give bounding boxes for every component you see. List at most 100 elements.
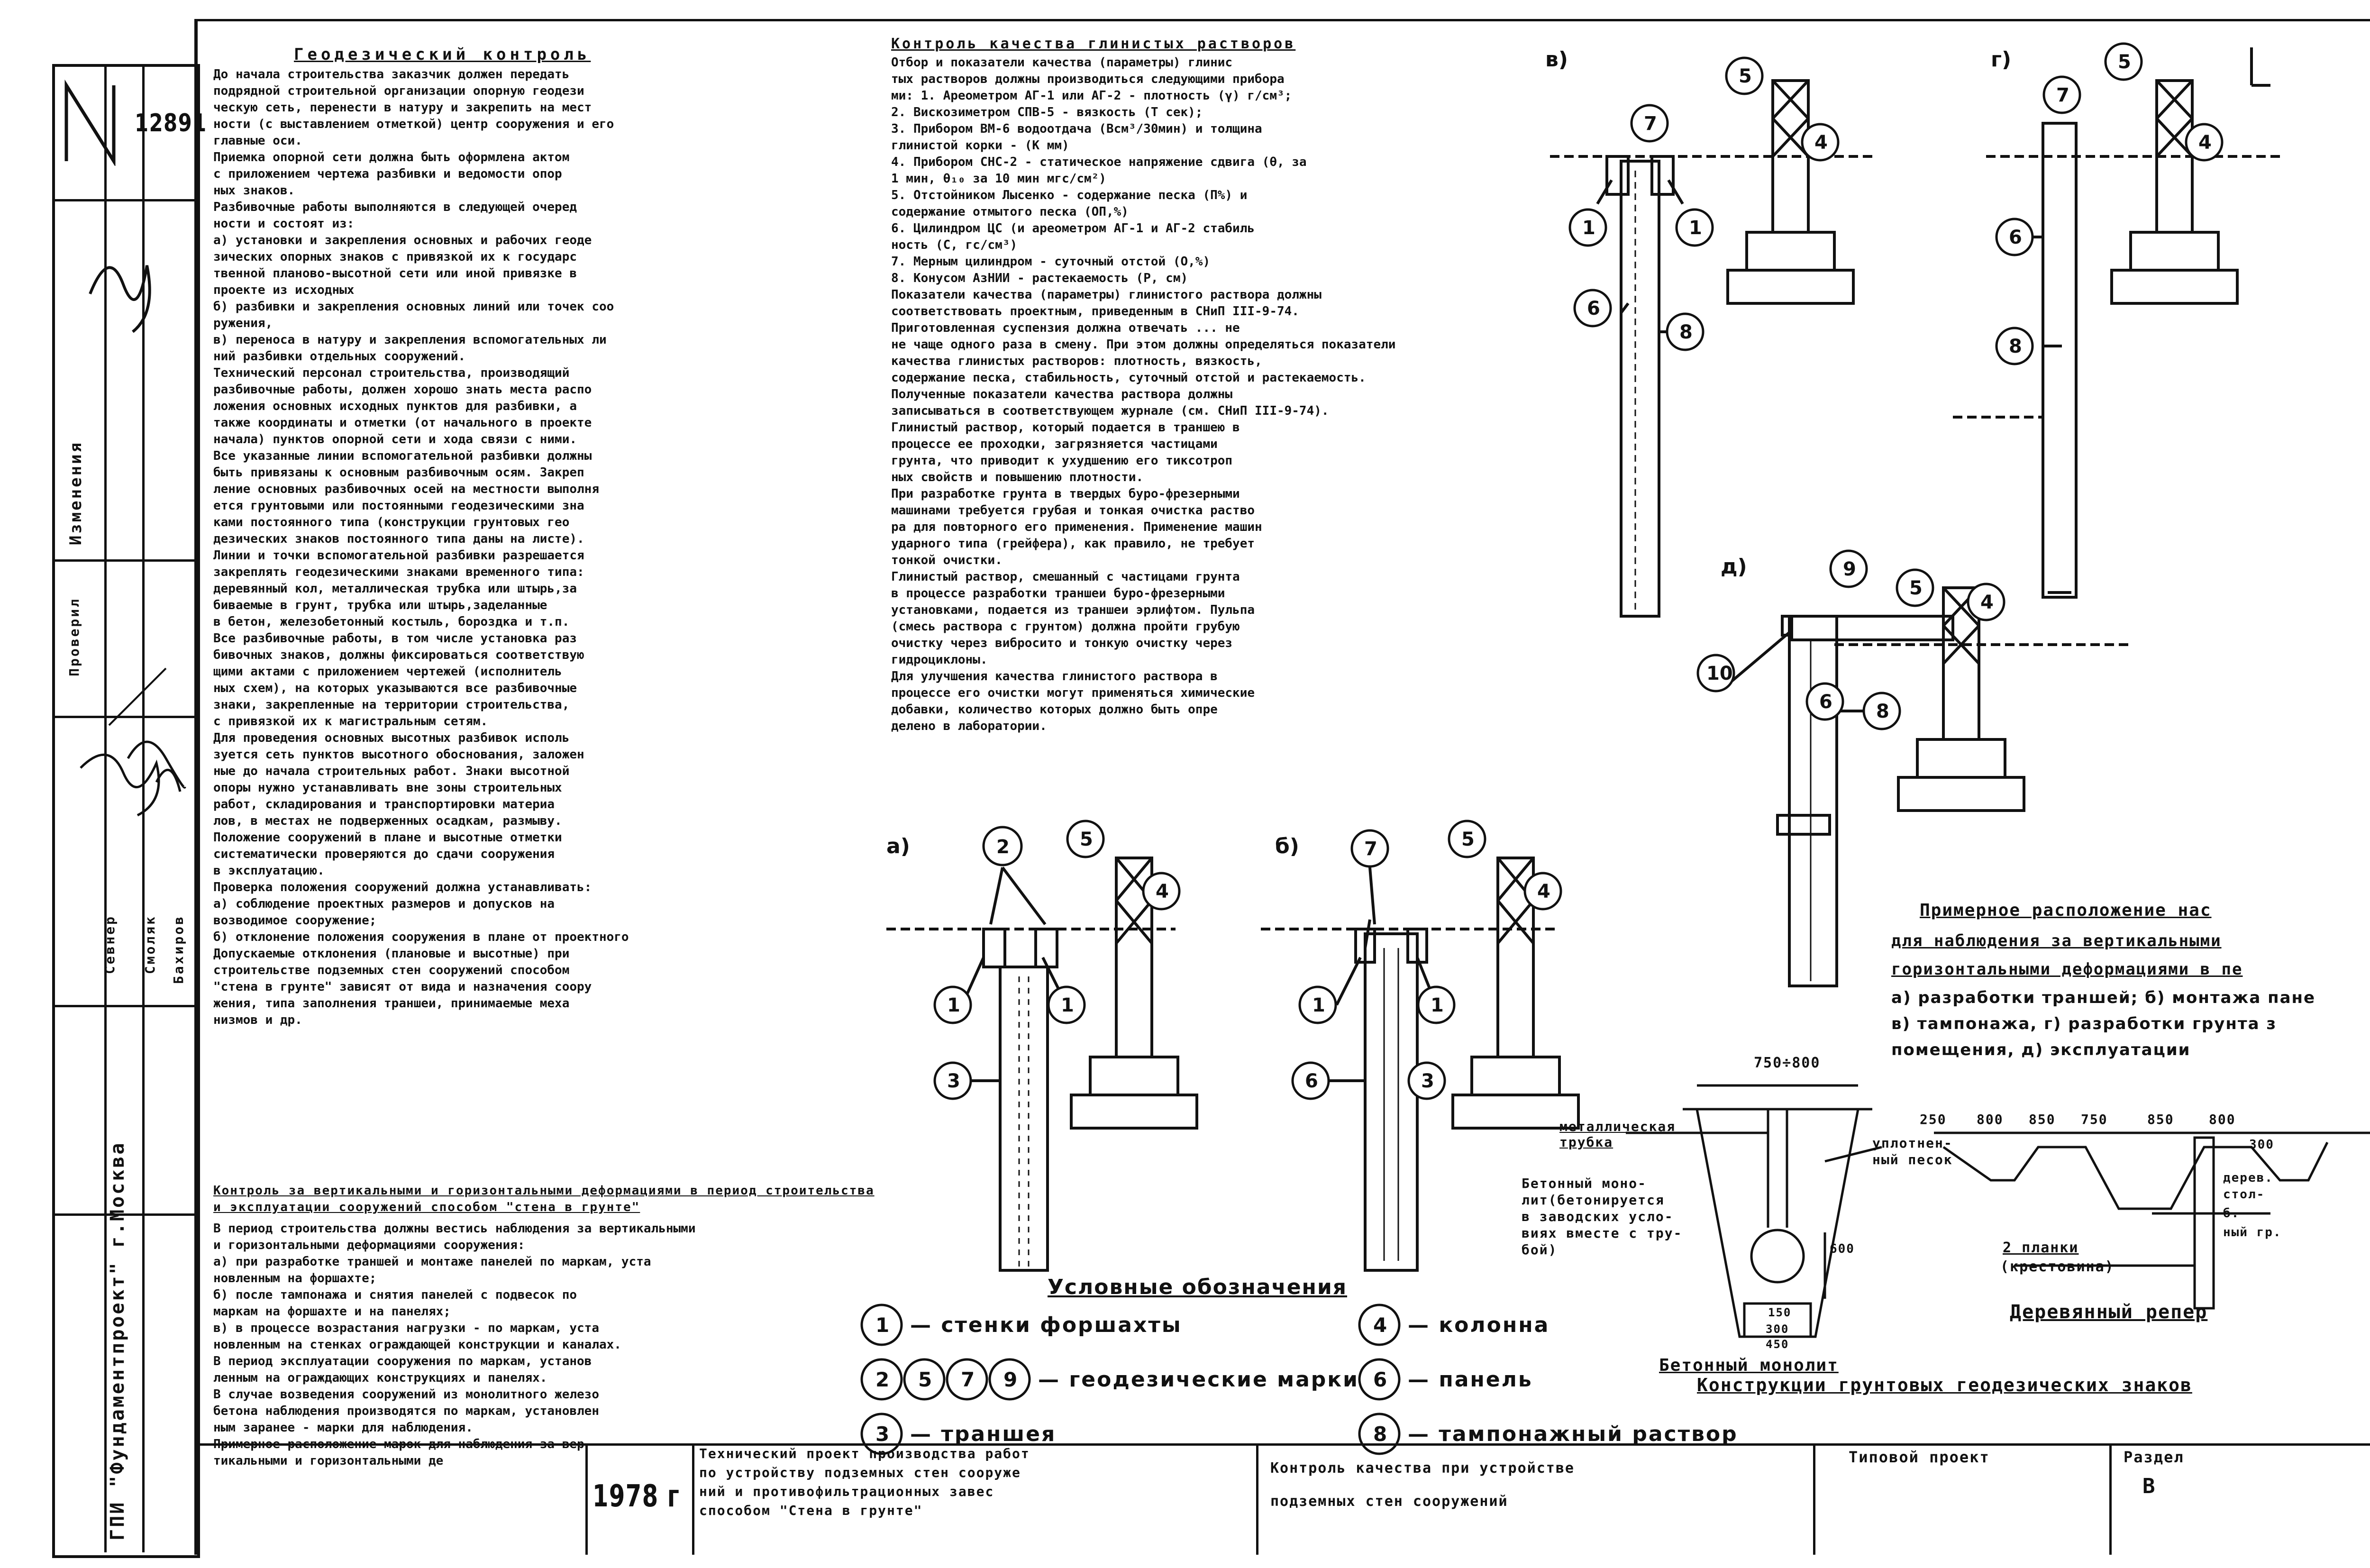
quality-text-line: не чаще одного раза в смену. При этом до… [891,337,1396,352]
geo-text-line: ных схем), на которых указываются все ра… [213,681,577,695]
geo-text-line: До начала строительства заказчик должен … [213,67,570,82]
geo-text-line: Разбивочные работы выполняются в следующ… [213,200,577,214]
svg-text:7: 7 [1364,838,1377,860]
svg-text:4: 4 [1156,881,1169,903]
figure-v-g-d: в) г) д) 7 5 4 1 1 6 8 7 5 4 6 8 9 5 4 1… [1545,42,2280,987]
wood-post-2: стол- [2223,1187,2265,1202]
geo-text-line: зуется сеть пунктов высотного обосновани… [213,748,584,762]
svg-text:2: 2 [996,836,1010,858]
quality-text-line: качества глинистых растворов: плотность,… [891,354,1262,368]
quality-text-line: 6. Цилиндром ЦС (и ареометром АГ-1 и АГ-… [891,221,1255,236]
deform-text-line: и горизонтальными деформациями сооружени… [213,1238,525,1252]
geo-text-line: Положение сооружений в плане и высотные … [213,830,562,845]
svg-text:8: 8 [1876,701,1889,722]
geo-text-line: Технический персонал строительства, прои… [213,366,570,380]
geo-text-line: также координаты и отметки (от начальног… [213,416,592,430]
tb-div-3 [1256,1443,1258,1555]
legend-item-6: — тампонажный раствор [1408,1422,1738,1446]
svg-text:9: 9 [1843,558,1856,580]
wood-caption: Деревянный репер [2010,1301,2208,1323]
title-desc-2: по устройству подземных стен сооруже [699,1465,1021,1480]
fig-g-label: г) [1991,47,2011,72]
geo-text-line: в эксплуатацию. [213,864,325,878]
name-2: Смоляк [142,915,158,975]
deform-text-line: бетона наблюдения производятся по маркам… [213,1404,599,1418]
quality-text-block: Отбор и показатели качества (параметры) … [891,55,1545,813]
svg-text:3: 3 [1421,1070,1434,1092]
quality-text-line: процессе его очистки могут применяться х… [891,686,1255,700]
quality-text-line: содержание песка, стабильность, суточный… [891,371,1366,385]
wood-dim-4: 750 [2081,1112,2108,1127]
svg-text:4: 4 [1373,1313,1387,1337]
quality-text-line: 8. Конусом АзНИИ - растекаемость (Р, см) [891,271,1188,285]
svg-text:4: 4 [1814,132,1828,154]
stamp-number: 12891 [135,109,207,137]
wood-dim-5: 850 [2147,1112,2174,1127]
geo-text-line: систематически проверяются до сдачи соор… [213,847,555,861]
svg-text:1: 1 [1431,994,1444,1016]
concrete-mono-label-1: Бетонный моно- [1522,1176,1647,1191]
deform-text-line: В период эксплуатации сооружения по марк… [213,1354,592,1368]
deform-text-line: В период строительства должны вестись на… [213,1222,696,1236]
left-col-h2 [52,559,194,562]
wood-dim-300: 300 [2249,1138,2274,1152]
quality-text-line: Для улучшения качества глинистого раство… [891,669,1218,684]
dim-300: 300 [1766,1322,1789,1336]
quality-text-line: установками, подается из траншеи эрлифто… [891,603,1255,617]
title-desc2-2: подземных стен сооружений [1270,1493,1508,1510]
quality-text-line: Глинистый раствор, который подается в тр… [891,420,1240,435]
title-year: 1978 г [592,1479,680,1514]
quality-text-line: машинами требуется грубая и тонкая очист… [891,503,1255,518]
legend-item-5: — панель [1408,1367,1533,1392]
compacted-sand-1: уплотнен- [1872,1135,1953,1151]
geo-text-line: начала) пунктов опорной сети и хода связ… [213,432,577,447]
geo-text-line: ложения основных исходных пунктов для ра… [213,399,577,413]
svg-text:6: 6 [2009,227,2022,248]
deform-title: Контроль за вертикальными и горизонтальн… [213,1184,875,1214]
svg-text:2: 2 [875,1368,889,1391]
marks-title-1: Примерное расположение нас [1920,901,2212,920]
wood-dim-6: 800 [2209,1112,2236,1127]
geo-text-line: главные оси. [213,134,302,148]
deform-text-line: в) в процессе возрастания нагрузки - по … [213,1321,599,1335]
quality-text-line: соответствовать проектным, приведенным в… [891,304,1299,319]
geo-text-line: деревянный кол, металлическая трубка или… [213,582,577,596]
marks-caption-2: в) тампонажа, г) разработки грунта з [1891,1014,2277,1033]
geo-text-line: а) соблюдение проектных размеров и допус… [213,897,555,911]
svg-text:3: 3 [947,1070,960,1092]
dim-750-800: 750÷800 [1754,1055,1821,1071]
quality-title: Контроль качества глинистых растворов [891,36,1296,52]
svg-text:1: 1 [1582,217,1595,239]
svg-text:4: 4 [1980,592,1994,613]
geo-text-line: работ, складирования и транспортировки м… [213,797,555,811]
quality-text-line: ных свойств и повышению плотности. [891,470,1144,484]
deform-text-line: а) при разработке траншей и монтаже пане… [213,1255,651,1269]
deform-text-line: б) после тампонажа и снятия панелей с по… [213,1288,577,1302]
geo-text-block: До начала строительства заказчик должен … [213,66,882,1043]
name-1: Севнер [102,915,118,975]
svg-text:5: 5 [1739,65,1752,87]
geo-text-line: быть привязаны к основным разбивочным ос… [213,465,584,480]
quality-text-line: Полученные показатели качества раствора … [891,387,1233,401]
svg-text:8: 8 [1373,1422,1387,1446]
geo-text-line: в) переноса в натуру и закрепления вспом… [213,333,607,347]
marks-caption-1: а) разработки траншей; б) монтажа пане [1891,988,2316,1007]
deform-text-block: В период строительства должны вестись на… [213,1221,886,1472]
construct-caption: Конструкции грунтовых геодезических знак… [1697,1375,2192,1395]
geo-text-line: Все указанные линии вспомогательной разб… [213,449,592,463]
title-desc2-1: Контроль качества при устройстве [1270,1460,1575,1477]
quality-text-line: делено в лаборатории. [891,719,1047,733]
svg-text:5: 5 [1461,829,1475,850]
fig-d-label: д) [1721,555,1747,579]
quality-text-line: ми: 1. Ареометром АГ-1 или АГ-2 - плотно… [891,89,1292,103]
geo-text-line: зических опорных знаков с привязкой их к… [213,250,577,264]
legend-item-4: — колонна [1408,1313,1550,1337]
metal-tube-label: металлическая трубка [1559,1119,1676,1150]
quality-text-line: Показатели качества (параметры) глинисто… [891,288,1322,302]
fig-b-label: б) [1275,834,1299,858]
geo-text-line: Допускаемые отклонения (плановые и высот… [213,947,570,961]
title-desc-1: Технический проект производства работ [699,1446,1030,1461]
geo-text-line: строительстве подземных стен сооружений … [213,963,570,977]
legend-item-1: — стенки форшахты [910,1313,1182,1337]
tb-div-2 [692,1443,694,1555]
